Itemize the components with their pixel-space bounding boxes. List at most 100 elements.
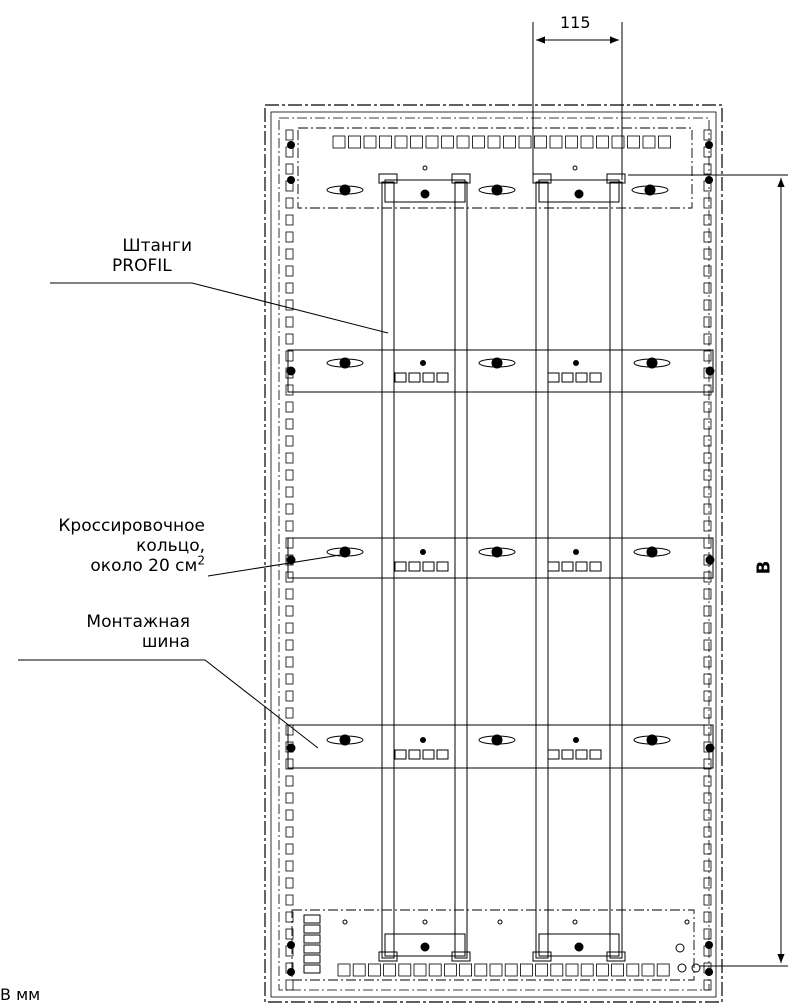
terminal-block — [422, 749, 435, 760]
perforation-slot — [285, 469, 294, 481]
terminal-clip — [394, 135, 408, 149]
perforation-slot — [285, 248, 294, 260]
perforation-slot — [285, 639, 294, 651]
perforation-slot — [703, 214, 712, 226]
terminal-block — [547, 561, 560, 572]
perforation-slot — [703, 435, 712, 447]
terminal-block — [575, 749, 588, 760]
perforation-slot — [703, 452, 712, 464]
perforation-slot — [703, 469, 712, 481]
ground-symbol — [675, 943, 685, 953]
perforation-slot — [703, 418, 712, 430]
perforation-slot — [703, 860, 712, 872]
perforation-slot — [703, 333, 712, 345]
bottom-mounting-panel — [291, 909, 695, 981]
label-ring-sup: 2 — [197, 553, 205, 568]
perforation-slot — [285, 503, 294, 515]
perforation-slot — [285, 809, 294, 821]
terminal-block — [589, 561, 602, 572]
rail-hole — [573, 737, 579, 743]
profil-rod — [381, 181, 395, 959]
rail-hole — [705, 555, 715, 565]
terminal-clip — [656, 963, 670, 977]
terminal-clip — [425, 135, 439, 149]
terminal-clip — [441, 135, 454, 149]
terminal-clip — [518, 135, 532, 149]
terminal-clip — [352, 963, 366, 977]
ring-knob — [491, 546, 503, 558]
perforation-slot — [703, 163, 712, 175]
perforation-slot — [285, 435, 294, 447]
panel-hole — [497, 919, 503, 925]
corner-screw — [287, 968, 295, 976]
ground-symbol — [691, 963, 701, 973]
rod-cap — [606, 173, 626, 184]
terminal-clip — [580, 963, 594, 977]
terminal-clip — [363, 135, 377, 149]
perforation-slot — [703, 588, 712, 600]
panel-hole — [572, 919, 578, 925]
panel-hole — [684, 919, 690, 925]
terminal-strip — [303, 924, 321, 934]
corner-screw — [705, 176, 713, 184]
ring-knob — [339, 734, 351, 746]
perforation-slot — [285, 282, 294, 294]
corner-screw — [705, 141, 713, 149]
label-rail: Монтажная шина — [60, 612, 190, 652]
perforation-slot — [285, 299, 294, 311]
rail-hole — [420, 549, 426, 555]
top-mounting-panel — [297, 127, 693, 209]
label-ring-line3-text: около 20 см — [90, 556, 198, 576]
rod-bracket — [538, 179, 620, 203]
perforation-slot — [285, 129, 294, 141]
perforation-slot — [285, 452, 294, 464]
terminal-block — [561, 561, 574, 572]
dimension-115 — [532, 22, 623, 180]
terminal-clip — [504, 963, 518, 977]
bracket-hole — [420, 942, 430, 952]
terminal-clip — [428, 963, 442, 977]
dimension-b — [628, 174, 788, 967]
corner-screw — [287, 141, 295, 149]
perforation-slot — [703, 911, 712, 923]
leader-lines — [18, 282, 389, 749]
perforation-slot — [703, 707, 712, 719]
terminal-block — [561, 749, 574, 760]
rod-bracket — [384, 933, 466, 957]
terminal-clip — [348, 135, 361, 149]
terminal-block — [422, 372, 435, 383]
terminal-strip — [303, 964, 321, 974]
perforation-slot — [285, 724, 294, 736]
terminal-block — [436, 749, 449, 760]
label-rods-line1: Штанги — [122, 236, 192, 256]
perforation-slot — [703, 826, 712, 838]
terminal-block — [394, 749, 407, 760]
terminal-strip — [303, 934, 321, 944]
perforation-slot — [285, 265, 294, 277]
terminal-block — [408, 749, 421, 760]
ring-knob — [339, 184, 351, 196]
perforation-slot — [703, 843, 712, 855]
terminal-block — [575, 561, 588, 572]
perforation-slot — [285, 979, 294, 991]
perforation-slot — [703, 537, 712, 549]
terminal-clip — [611, 135, 625, 149]
terminal-clip — [627, 135, 640, 149]
ground-symbol — [677, 963, 687, 973]
perforation-slot — [703, 384, 712, 396]
bracket-hole — [574, 942, 584, 952]
ring-knob — [491, 184, 503, 196]
label-ring-line3: около 20 см2 — [18, 553, 205, 576]
perforation-slot — [703, 690, 712, 702]
terminal-clip — [474, 963, 488, 977]
perforation-slot — [285, 486, 294, 498]
bracket-hole — [420, 189, 430, 199]
terminal-clip — [472, 135, 485, 149]
perforation-slot — [703, 350, 712, 362]
mounting-rail — [287, 349, 714, 393]
terminal-clip — [487, 135, 501, 149]
profil-rod — [609, 181, 623, 959]
terminal-clip — [658, 135, 671, 149]
perforation-slot — [703, 571, 712, 583]
perforation-slot — [703, 928, 712, 940]
